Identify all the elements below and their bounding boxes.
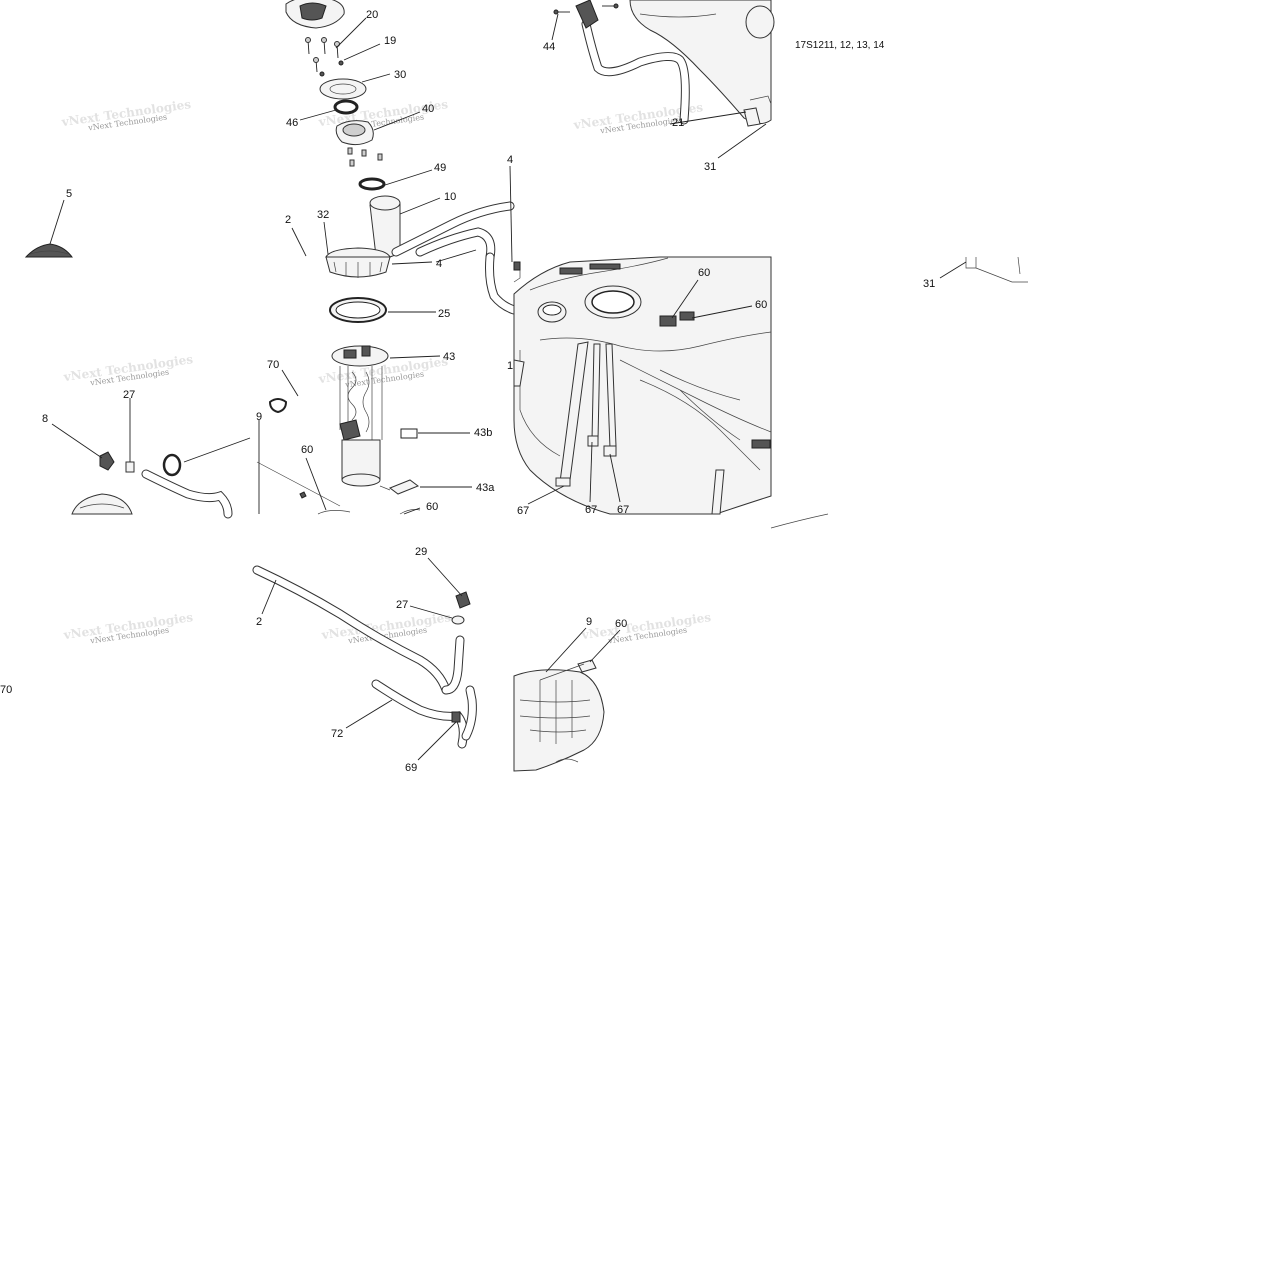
callout-60: 60 xyxy=(426,501,438,513)
connector-29 xyxy=(455,591,471,609)
pump-canister xyxy=(341,439,381,481)
callout-60: 60 xyxy=(755,299,767,311)
callout-67: 67 xyxy=(585,504,597,516)
gasket xyxy=(333,99,359,115)
callout-labels: 20 19 30 40 46 49 10 2 32 4 4 25 43 70 4… xyxy=(0,9,935,774)
callout-9: 9 xyxy=(586,616,592,628)
callout-31: 31 xyxy=(704,161,716,173)
mounting-plate xyxy=(319,78,367,100)
callout-27: 27 xyxy=(123,389,135,401)
callout-43b: 43b xyxy=(474,427,492,439)
callout-70: 70 xyxy=(267,359,279,371)
callout-40: 40 xyxy=(422,103,434,115)
fuel-pump-module xyxy=(331,345,389,367)
callout-60: 60 xyxy=(301,444,313,456)
screws xyxy=(305,37,344,77)
callout-21: 21 xyxy=(672,117,684,129)
elbow-fitting xyxy=(99,451,115,471)
clamp-69 xyxy=(451,711,461,723)
clamp xyxy=(162,453,182,477)
tile-right-strap xyxy=(770,256,1028,529)
strap xyxy=(591,343,601,441)
tile-pump xyxy=(256,252,521,515)
clip xyxy=(125,461,135,473)
callout-20: 20 xyxy=(366,9,378,21)
callout-31: 31 xyxy=(923,278,935,290)
callout-60: 60 xyxy=(615,618,627,630)
tile-pump-top xyxy=(285,0,515,262)
tile-tank xyxy=(513,256,772,515)
leader-lines xyxy=(49,13,967,761)
callout-4-top: 4 xyxy=(507,154,513,166)
level-sensor xyxy=(388,479,420,495)
callout-30: 30 xyxy=(394,69,406,81)
fitting xyxy=(575,0,599,29)
callout-60: 60 xyxy=(698,267,710,279)
label-decal xyxy=(400,428,418,439)
tile-tank-top xyxy=(553,0,775,127)
fuel-tank xyxy=(513,256,772,515)
cap-27 xyxy=(451,615,465,625)
callout-46: 46 xyxy=(286,117,298,129)
callout-2: 2 xyxy=(256,616,262,628)
callout-67: 67 xyxy=(517,505,529,517)
strap-60 xyxy=(577,659,597,673)
callout-72: 72 xyxy=(331,728,343,740)
callout-49: 49 xyxy=(434,162,446,174)
callout-32: 32 xyxy=(317,209,329,221)
callout-70: 70 xyxy=(0,684,12,696)
callout-29: 29 xyxy=(415,546,427,558)
tile-left-mid xyxy=(71,451,233,519)
callout-43: 43 xyxy=(443,351,455,363)
callout-69: 69 xyxy=(405,762,417,774)
callout-19: 19 xyxy=(384,35,396,47)
lock-ring-top xyxy=(325,247,391,258)
callout-43a: 43a xyxy=(476,482,495,494)
callout-67: 67 xyxy=(617,504,629,516)
callout-9: 9 xyxy=(256,411,262,423)
callout-25: 25 xyxy=(438,308,450,320)
tile-left-top xyxy=(24,243,73,258)
tank-lower xyxy=(513,669,605,772)
callout-44: 44 xyxy=(543,41,555,53)
tile-hoses xyxy=(252,565,477,749)
tile-tank-bottom xyxy=(513,659,605,772)
callout-5: 5 xyxy=(66,188,72,200)
reference-code: 17S1211, 12, 13, 14 xyxy=(795,40,885,51)
gasket-70 xyxy=(268,398,288,414)
callout-8: 8 xyxy=(42,413,48,425)
callout-2: 2 xyxy=(285,214,291,226)
hose-clamp xyxy=(358,177,386,191)
pump-cover-partial xyxy=(24,243,73,258)
callout-27: 27 xyxy=(396,599,408,611)
callout-4: 4 xyxy=(436,258,442,270)
callout-1: 1 xyxy=(507,360,513,372)
callout-10: 10 xyxy=(444,191,456,203)
